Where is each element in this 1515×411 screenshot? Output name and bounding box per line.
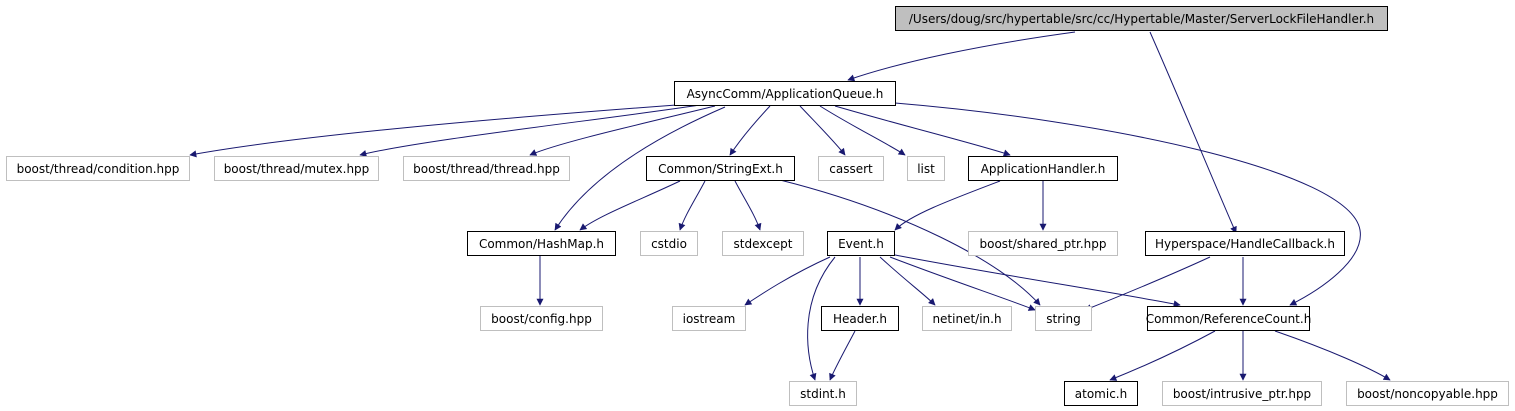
edge-appqueue-cassert [799, 105, 846, 156]
node-atomic[interactable]: atomic.h [1064, 381, 1138, 406]
edge-event-iostream [744, 256, 831, 306]
edge-appqueue-refcount [894, 102, 1361, 306]
edge-appqueue-stringext [729, 105, 771, 156]
edge-appqueue-apphandler [834, 105, 1011, 157]
edge-event-string [889, 256, 1036, 311]
edge-stringext-cstdio [678, 180, 706, 231]
edge-apphandler-event [894, 180, 1001, 231]
node-netinet: netinet/in.h [922, 306, 1012, 331]
node-cassert: cassert [818, 156, 884, 181]
node-config: boost/config.hpp [480, 306, 603, 331]
node-header[interactable]: Header.h [821, 306, 899, 331]
edge-appqueue-hashmap [554, 106, 726, 231]
edge-header-stdint [829, 330, 856, 381]
node-noncopyable: boost/noncopyable.hpp [1346, 381, 1509, 406]
node-apphandler[interactable]: ApplicationHandler.h [968, 156, 1118, 181]
node-iostream: iostream [672, 306, 746, 331]
node-stringext[interactable]: Common/StringExt.h [646, 156, 795, 181]
edge-event-netinet [879, 256, 936, 306]
edge-stringext-string [779, 179, 1041, 306]
edge-refcount-noncopyable [1274, 330, 1391, 381]
edge-hyperspace-string [1084, 256, 1211, 311]
node-cstdio: cstdio [640, 231, 698, 256]
edge-refcount-atomic [1109, 330, 1216, 381]
edge-appqueue-list [819, 105, 906, 156]
edge-appqueue-thread [529, 105, 716, 156]
edge-root-appqueue [847, 31, 1076, 82]
node-string: string [1035, 306, 1092, 331]
node-stdint: stdint.h [789, 381, 857, 406]
edge-event-refcount [894, 254, 1181, 308]
edge-stringext-stdexcept [734, 180, 762, 231]
node-mutex: boost/thread/mutex.hpp [214, 156, 379, 181]
node-intrusive: boost/intrusive_ptr.hpp [1162, 381, 1322, 406]
edge-appqueue-condition [189, 103, 691, 158]
node-condition: boost/thread/condition.hpp [6, 156, 190, 181]
edge-appqueue-mutex [359, 104, 701, 157]
node-hyperspace[interactable]: Hyperspace/HandleCallback.h [1145, 231, 1345, 256]
node-list: list [907, 156, 945, 181]
node-thread: boost/thread/thread.hpp [403, 156, 570, 181]
edge-event-stdint [807, 256, 836, 381]
edge-root-hyperspace [1149, 31, 1237, 234]
node-hashmap[interactable]: Common/HashMap.h [467, 231, 616, 256]
node-event[interactable]: Event.h [827, 231, 895, 256]
node-stdexcept: stdexcept [722, 231, 804, 256]
node-root: /Users/doug/src/hypertable/src/cc/Hypert… [895, 6, 1388, 31]
node-sharedptr: boost/shared_ptr.hpp [968, 231, 1118, 256]
edge-stringext-hashmap [579, 180, 681, 231]
node-refcount[interactable]: Common/ReferenceCount.h [1146, 306, 1311, 331]
node-appqueue[interactable]: AsyncComm/ApplicationQueue.h [674, 81, 896, 106]
